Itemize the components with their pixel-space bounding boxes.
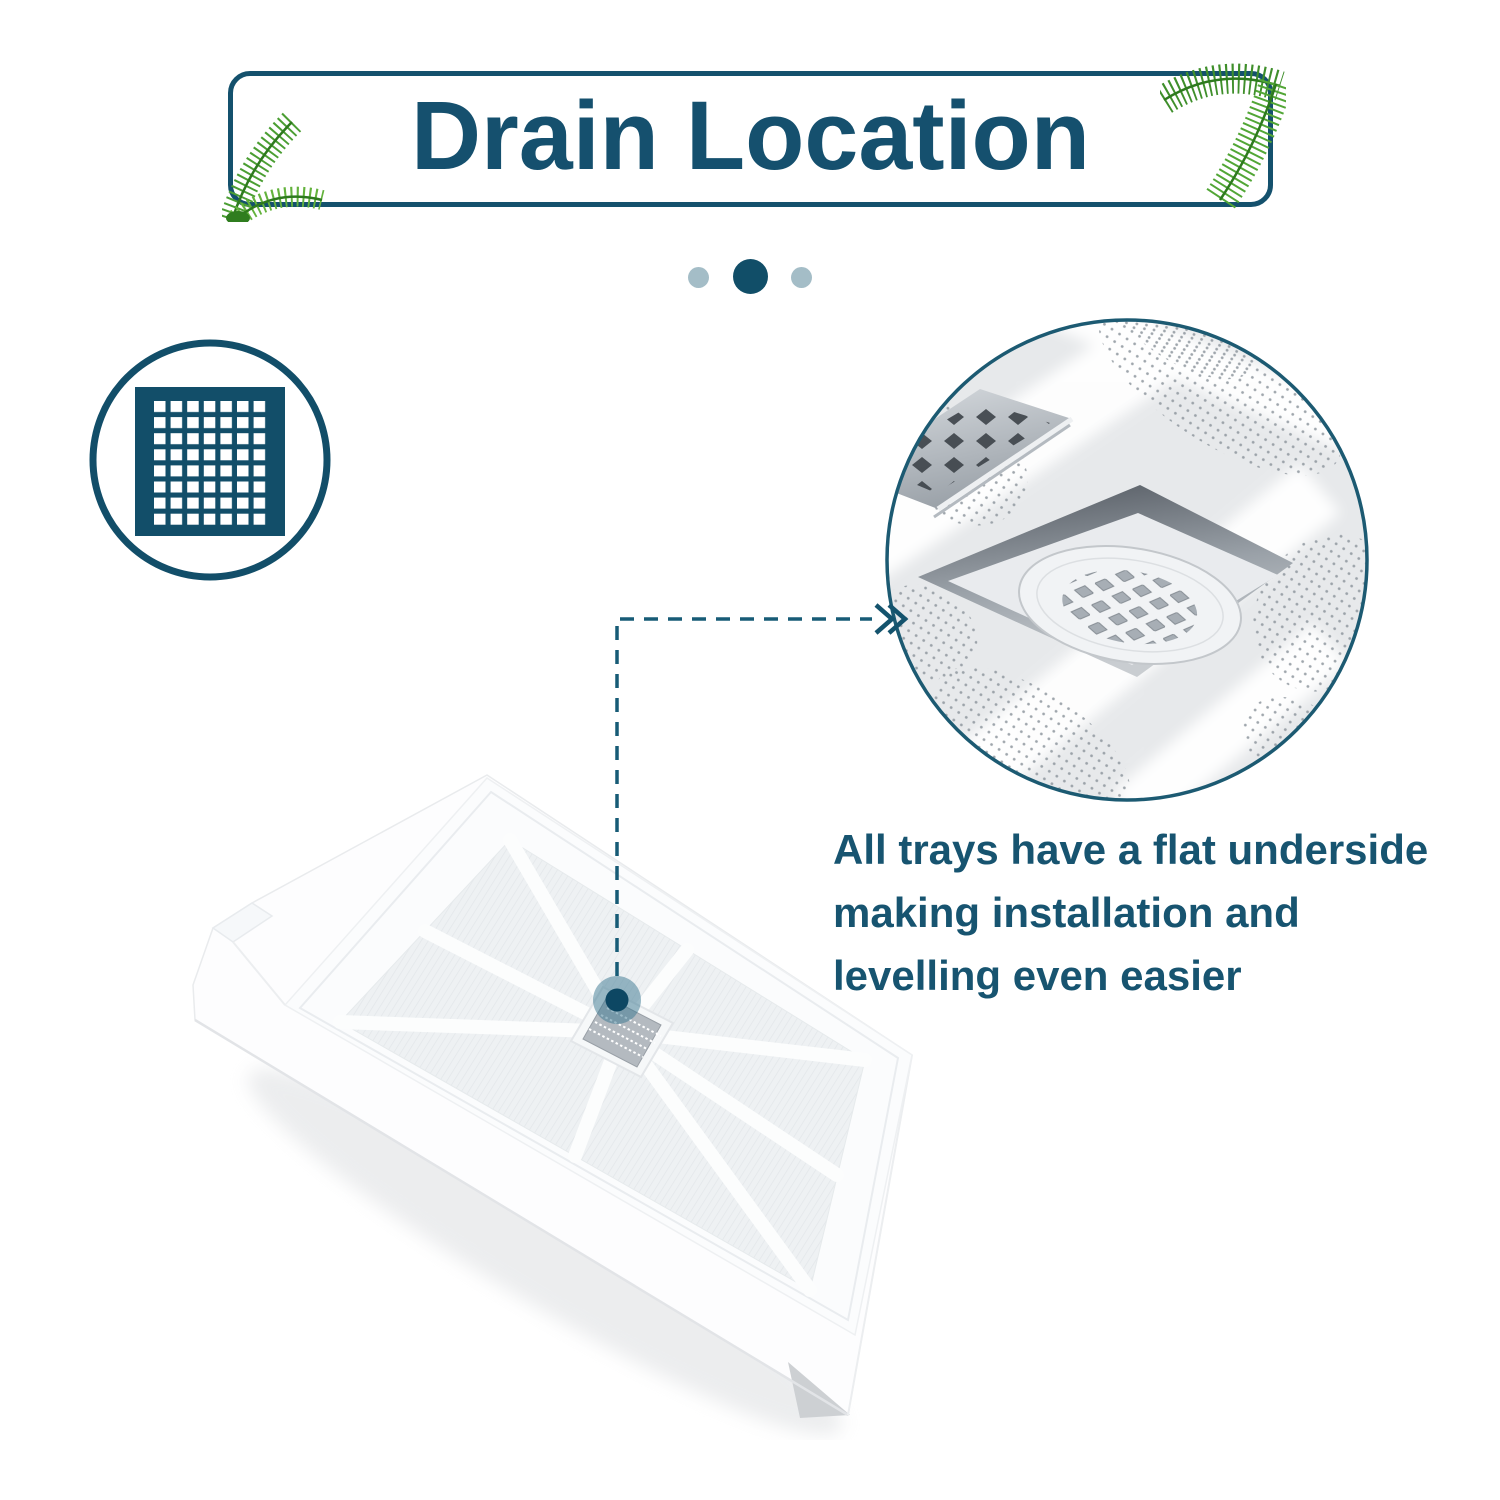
carousel-dot-1 bbox=[688, 267, 709, 288]
palm-leaf-decoration-right bbox=[1160, 63, 1286, 210]
annotation-text: All trays have a flat underside making i… bbox=[833, 818, 1453, 1007]
chrome-grate-plate bbox=[887, 389, 1074, 519]
palm-leaf-decoration-left bbox=[222, 112, 325, 222]
annotation-line-2: making installation and bbox=[833, 889, 1300, 936]
annotation-line-3: levelling even easier bbox=[833, 952, 1242, 999]
carousel-dot-3 bbox=[791, 267, 812, 288]
carousel-dot-2-active bbox=[733, 259, 768, 294]
page-title: Drain Location bbox=[410, 81, 1091, 190]
tray-shadow bbox=[248, 1068, 842, 1436]
title-banner: Drain Location bbox=[228, 71, 1273, 207]
shower-tray-photo bbox=[192, 774, 913, 1436]
drain-grate-icon bbox=[89, 339, 331, 581]
drain-closeup-photo bbox=[885, 318, 1369, 802]
inset-circle-border bbox=[885, 318, 1369, 802]
annotation-line-1: All trays have a flat underside bbox=[833, 826, 1429, 873]
round-drain-grate bbox=[1018, 545, 1242, 665]
